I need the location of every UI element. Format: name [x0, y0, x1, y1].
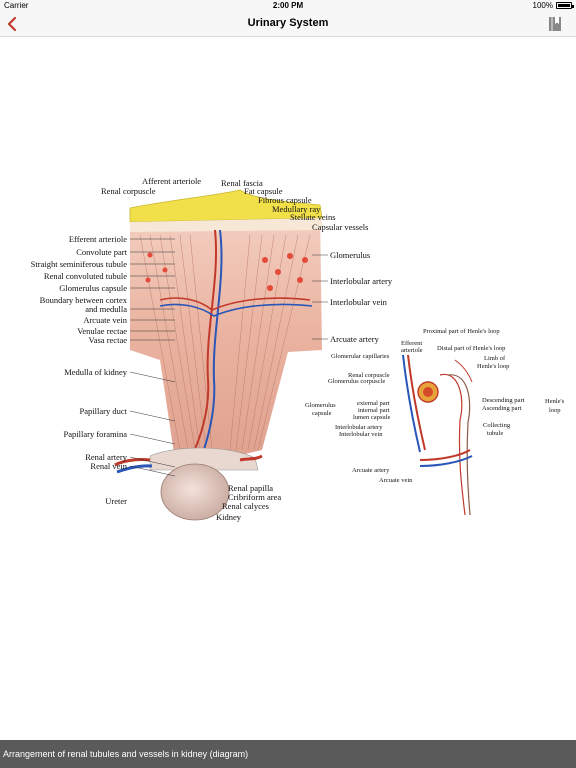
diagram-label: Arcuate artery [330, 334, 380, 344]
diagram-label: Efferent [401, 340, 422, 347]
diagram-label: Papillary foramina [64, 429, 128, 439]
diagram-label: external part [357, 400, 390, 407]
diagram-label: Ascending part [482, 405, 522, 412]
image-caption: Arrangement of renal tubules and vessels… [0, 740, 576, 768]
carrier-label: Carrier [4, 1, 29, 10]
diagram-label: Glomerulus [330, 250, 370, 260]
diagram-label: Afferent arteriole [142, 176, 201, 186]
chevron-left-icon [7, 16, 17, 32]
diagram-label: Limb of [484, 355, 506, 362]
diagram-label: Arcuate artery [352, 467, 390, 474]
diagram-label: Renal corpuscle [101, 186, 156, 196]
leader-line [129, 410, 176, 422]
diagram-label: Papillary duct [80, 406, 128, 416]
diagram-label: Renal papilla [228, 483, 273, 493]
diagram-label: arteriole [401, 347, 423, 354]
diagram-label: Descending part [482, 397, 525, 404]
diagram-label: Medulla of kidney [64, 367, 128, 377]
diagram-label: Renal fascia [221, 178, 263, 188]
diagram-label: Renal artery [85, 452, 128, 462]
diagram-label: Vasa rectae [89, 335, 128, 345]
diagram-label: Glomerular capillaries [331, 353, 390, 360]
bookmark-icon [549, 17, 561, 31]
diagram-label: Renal corpuscle [348, 372, 390, 379]
diagram-label: Venulae rectae [77, 326, 127, 336]
diagram-label: Stellate veins [290, 212, 336, 222]
battery-fill [558, 4, 570, 7]
leader-line [129, 433, 176, 445]
diagram-label: Glomerulus [305, 402, 336, 409]
diagram-label: Renal vein [90, 461, 127, 471]
diagram-label: Glomerulus capsule [59, 283, 127, 293]
diagram-label: Arcuate vein [379, 477, 413, 484]
kidney-section-illustration [114, 189, 323, 521]
diagram-label: Distal part of Henle's loop [437, 345, 505, 352]
navigation-bar: Urinary System [0, 12, 576, 37]
diagram-label: Efferent arteriole [69, 234, 127, 244]
battery-indicator: 100% [532, 1, 574, 10]
page-title: Urinary System [247, 17, 329, 29]
diagram-label: Convolute part [76, 247, 127, 257]
status-time: 2:00 PM [272, 1, 304, 10]
diagram-label: Kidney [216, 512, 242, 522]
diagram-label: loop [549, 407, 561, 414]
diagram-label: Interlobular artery [335, 424, 383, 431]
battery-percent: 100% [532, 1, 553, 10]
diagram-label: Boundary between cortex [40, 295, 128, 305]
diagram-label: Interlobular vein [330, 297, 388, 307]
diagram-label: Interlobular artery [330, 276, 393, 286]
leader-line [129, 465, 176, 477]
back-button[interactable] [6, 15, 20, 33]
bookmark-button[interactable] [548, 16, 562, 32]
diagram-label: Arcuate vein [83, 315, 127, 325]
diagram-label: Collecting [483, 422, 511, 429]
diagram-label: Interlobular vein [339, 431, 383, 438]
diagram-label: Ureter [105, 496, 127, 506]
diagram-label: Cribriform area [228, 492, 281, 502]
diagram-label: Medullary ray [272, 204, 321, 214]
diagram-label: Henle's [545, 398, 565, 405]
diagram-label: Henle's loop [477, 363, 509, 370]
diagram-label: Straight seminiferous tubule [31, 259, 128, 269]
diagram-label: Glomerulus corpuscle [328, 378, 385, 385]
diagram-label: internal part [358, 407, 390, 414]
diagram-label: Renal calyces [222, 501, 269, 511]
diagram-label: Renal convoluted tubule [44, 271, 127, 281]
diagram-label: lumen capsule [353, 414, 390, 421]
diagram-label: Proximal part of Henle's loop [423, 328, 500, 335]
leader-line [129, 456, 176, 468]
diagram-label: tubule [487, 430, 503, 437]
leader-line [129, 371, 176, 383]
diagram-label: Fibrous capsule [258, 195, 312, 205]
nephron-detail-illustration [402, 354, 473, 516]
diagram-label: Fat capsule [244, 186, 283, 196]
diagram-label: capsule [312, 410, 332, 417]
diagram-label: and medulla [85, 304, 127, 314]
battery-icon [556, 2, 574, 9]
diagram-label: Capsular vessels [312, 222, 368, 232]
status-bar: Carrier 2:00 PM 100% [0, 0, 576, 12]
